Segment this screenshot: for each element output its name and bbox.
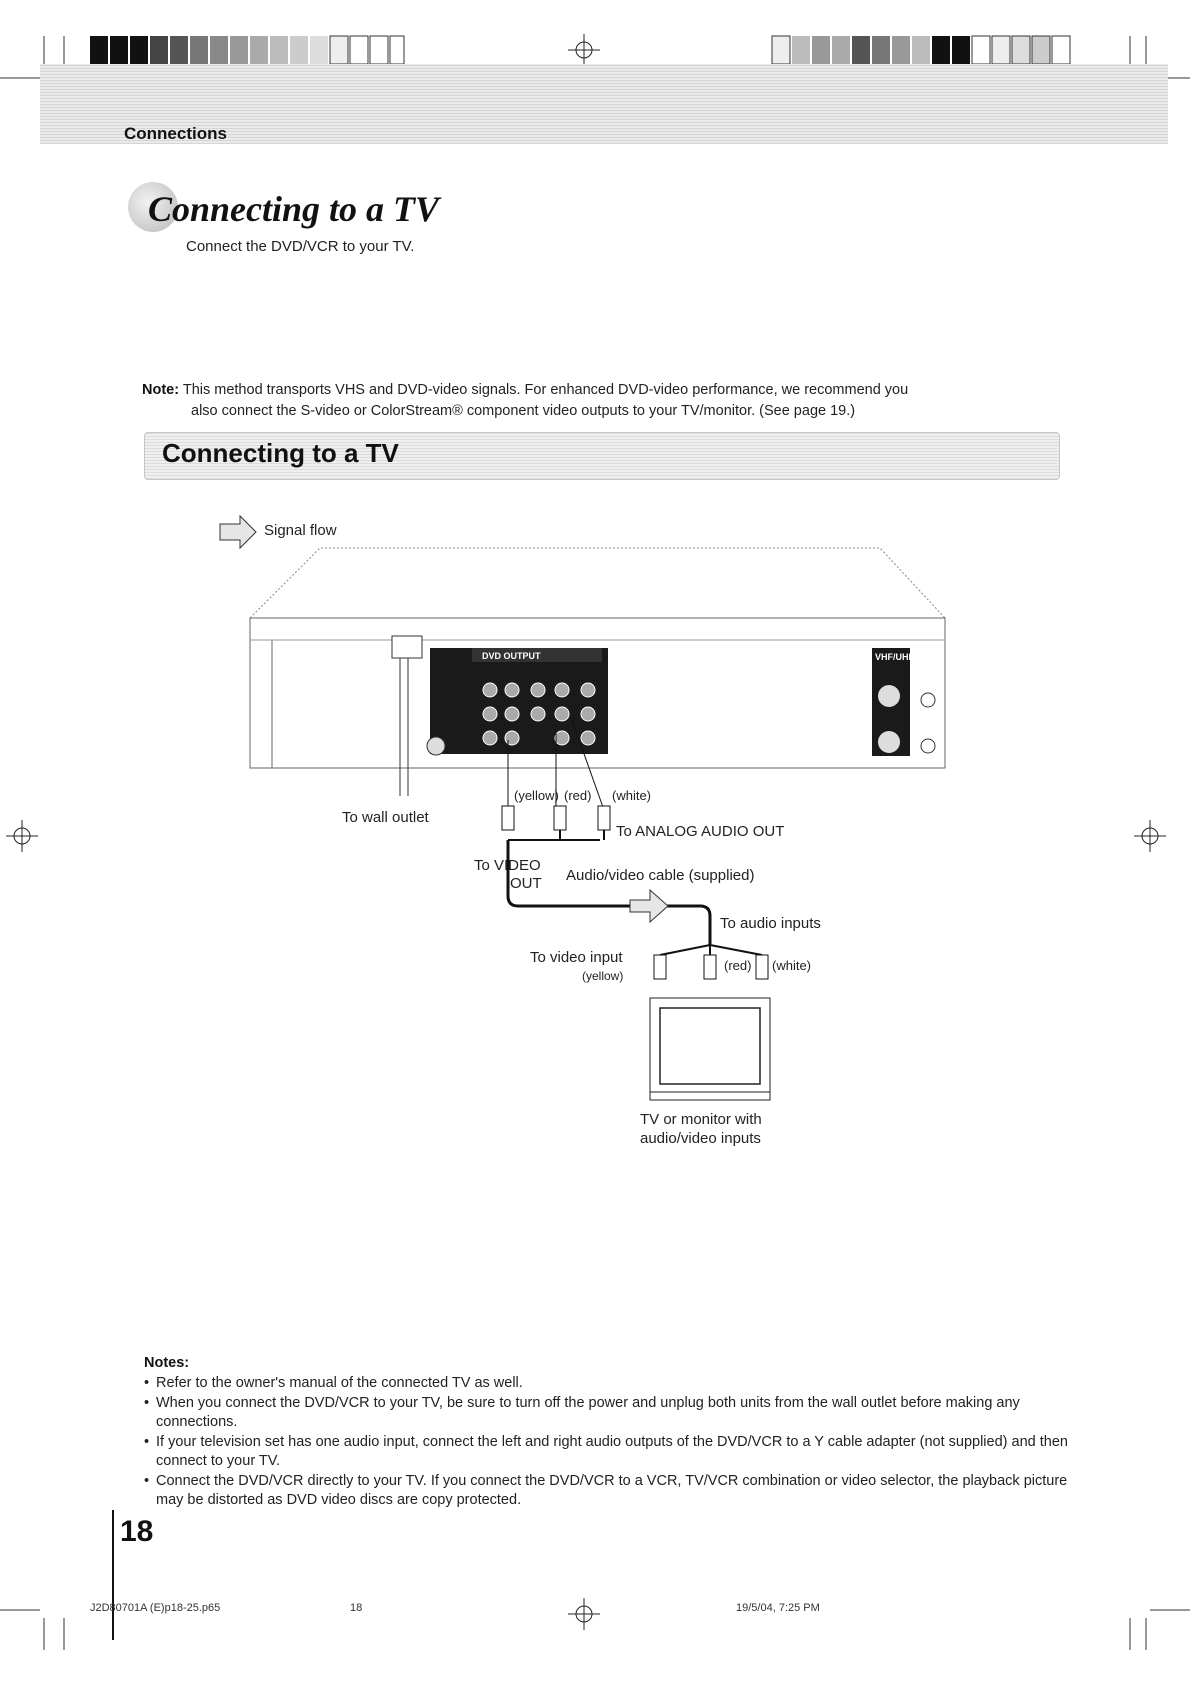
note-item: If your television set has one audio inp…: [144, 1433, 1074, 1472]
note-item: When you connect the DVD/VCR to your TV,…: [144, 1394, 1074, 1433]
note-line-2: also connect the S-video or ColorStream®…: [191, 403, 856, 419]
note-item: Connect the DVD/VCR directly to your TV.…: [144, 1472, 1074, 1511]
dvd-vcr-unit: [249, 547, 946, 769]
note-item: Refer to the owner's manual of the conne…: [144, 1374, 1074, 1394]
av-cable: [506, 719, 763, 956]
page-subtitle: Connect the DVD/VCR to your TV.: [186, 238, 415, 255]
yellow-label: (yellow): [514, 788, 559, 803]
to-audio-inputs-label: To audio inputs: [720, 915, 821, 932]
section-label: Connections: [124, 124, 227, 143]
to-video-input-label: To video input: [530, 949, 623, 966]
panel-jacks: [482, 682, 596, 746]
page-number: 18: [120, 1515, 154, 1548]
white-label: (white): [612, 788, 651, 803]
tv-caption-1: TV or monitor with: [640, 1111, 762, 1128]
note-label: Note:: [142, 382, 180, 398]
banner-title: Connecting to a TV: [162, 438, 399, 468]
page-number-rule: [112, 1510, 114, 1640]
notes-heading: Notes:: [144, 1355, 190, 1371]
vhf-uhf-label: VHF/UHF: [875, 652, 914, 662]
vhf-uhf-panel: [872, 648, 936, 756]
yellow-tv-label: (yellow): [582, 969, 623, 983]
to-wall-outlet-label: To wall outlet: [342, 809, 430, 826]
to-analog-audio-out-label: To ANALOG AUDIO OUT: [616, 823, 784, 840]
signal-flow-arrow-icon: [219, 514, 257, 550]
title-circle-decoration: [128, 182, 178, 232]
signal-flow-label: Signal flow: [264, 522, 337, 539]
notes-list: Refer to the owner's manual of the conne…: [144, 1374, 1074, 1511]
cable-signal-flow-arrow-icon: [629, 888, 669, 924]
s-video-jack: [426, 736, 446, 756]
av-cable-label: Audio/video cable (supplied): [566, 867, 754, 884]
to-video-out-label-2: OUT: [510, 875, 542, 892]
footer-file: J2D80701A (E)p18-25.p65: [90, 1602, 221, 1614]
panel-title: DVD OUTPUT: [482, 651, 541, 661]
note-block: Note: This method transports VHS and DVD…: [142, 380, 1042, 422]
to-video-out-label-1: To VIDEO: [474, 857, 541, 874]
white-tv-label: (white): [772, 958, 811, 973]
footer-page: 18: [350, 1602, 363, 1614]
header-band: [40, 64, 1168, 144]
power-cord: [391, 635, 423, 796]
tv-monitor: [649, 997, 771, 1101]
red-tv-label: (red): [724, 958, 751, 973]
note-line-1: This method transports VHS and DVD-video…: [182, 382, 909, 398]
footer-date: 19/5/04, 7:25 PM: [736, 1602, 820, 1614]
tv-caption-2: audio/video inputs: [640, 1130, 761, 1147]
page-title: Connecting to a TV: [148, 189, 440, 229]
section-banner: [144, 432, 1060, 480]
rca-plugs: [501, 805, 769, 980]
red-label: (red): [564, 788, 591, 803]
